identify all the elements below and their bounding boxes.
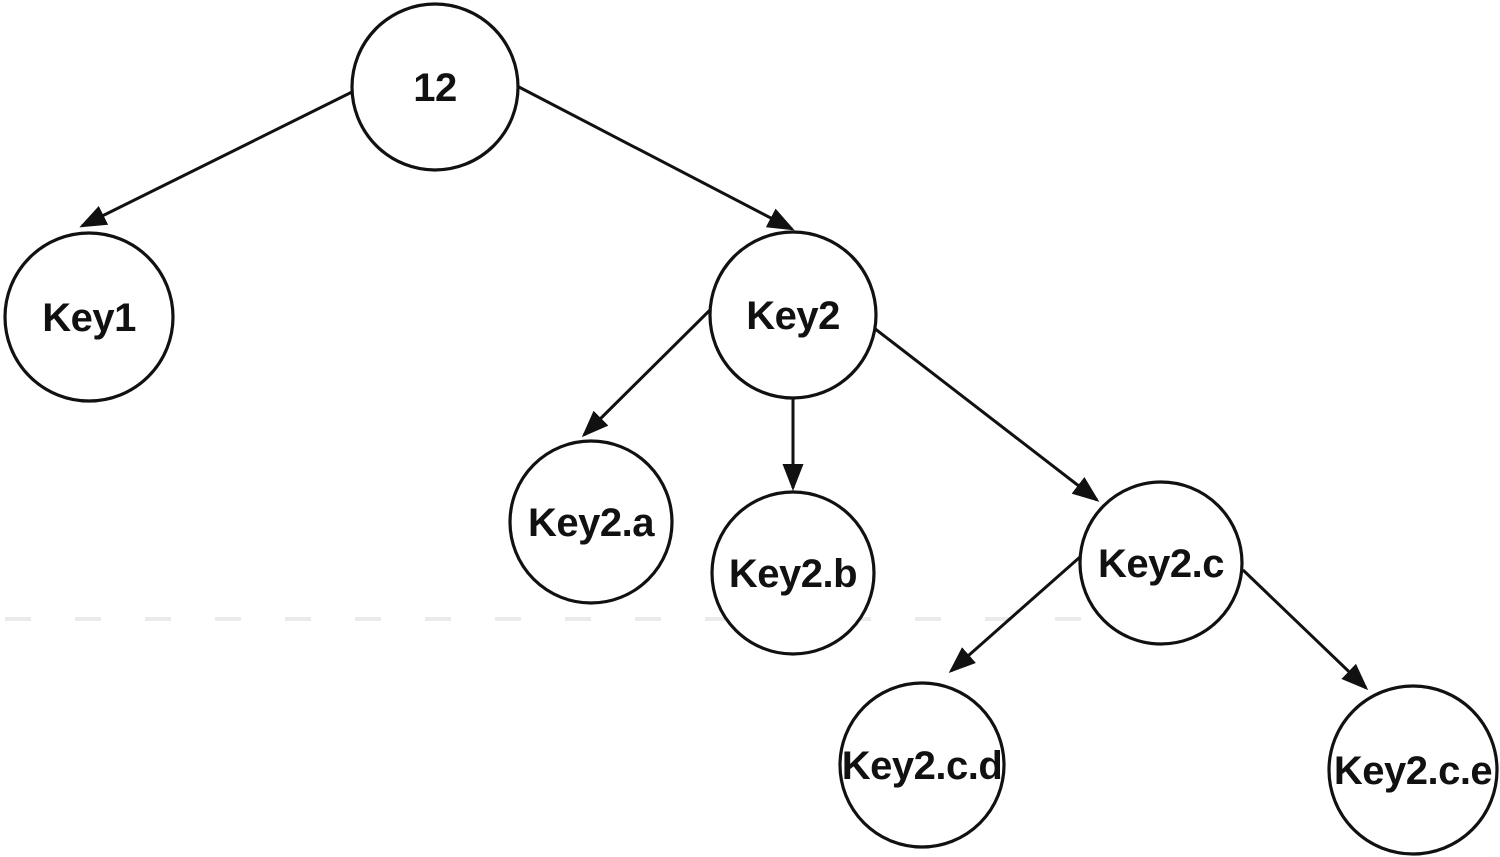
edges-layer xyxy=(79,84,1369,691)
node-label: Key2.b xyxy=(729,552,857,596)
edge-key2-key2a xyxy=(581,308,712,438)
node-label: Key2.a xyxy=(528,501,655,545)
node-circle xyxy=(710,490,876,656)
node-circle xyxy=(3,231,175,403)
node-label: Key2.c.e xyxy=(1334,749,1492,793)
node-label: Key1 xyxy=(42,296,136,340)
node-circle xyxy=(1078,480,1244,646)
edge-key2c-key2cd xyxy=(948,555,1081,673)
node-label: Key2.c xyxy=(1098,542,1224,586)
tree-node-root: 12 xyxy=(350,2,520,172)
node-circle xyxy=(1327,684,1499,856)
tree-node-key2ce: Key2.c.e xyxy=(1327,684,1499,856)
tree-node-key1: Key1 xyxy=(3,231,175,403)
edge-root-key1 xyxy=(79,90,353,228)
tree-node-key2c: Key2.c xyxy=(1078,480,1244,646)
edge-root-key2 xyxy=(516,84,795,231)
node-circle xyxy=(838,681,1006,849)
node-label: Key2 xyxy=(746,294,840,338)
tree-node-key2b: Key2.b xyxy=(710,490,876,656)
tree-node-key2a: Key2.a xyxy=(508,439,674,605)
node-circle xyxy=(350,2,520,172)
tree-node-key2: Key2 xyxy=(708,230,878,400)
node-circle xyxy=(508,439,674,605)
tree-node-key2cd: Key2.c.d xyxy=(838,681,1006,849)
node-label: 12 xyxy=(413,66,457,110)
node-circle xyxy=(708,230,878,400)
edge-key2c-key2ce xyxy=(1241,568,1369,691)
node-label: Key2.c.d xyxy=(842,744,1003,788)
edge-key2-key2c xyxy=(873,326,1100,502)
